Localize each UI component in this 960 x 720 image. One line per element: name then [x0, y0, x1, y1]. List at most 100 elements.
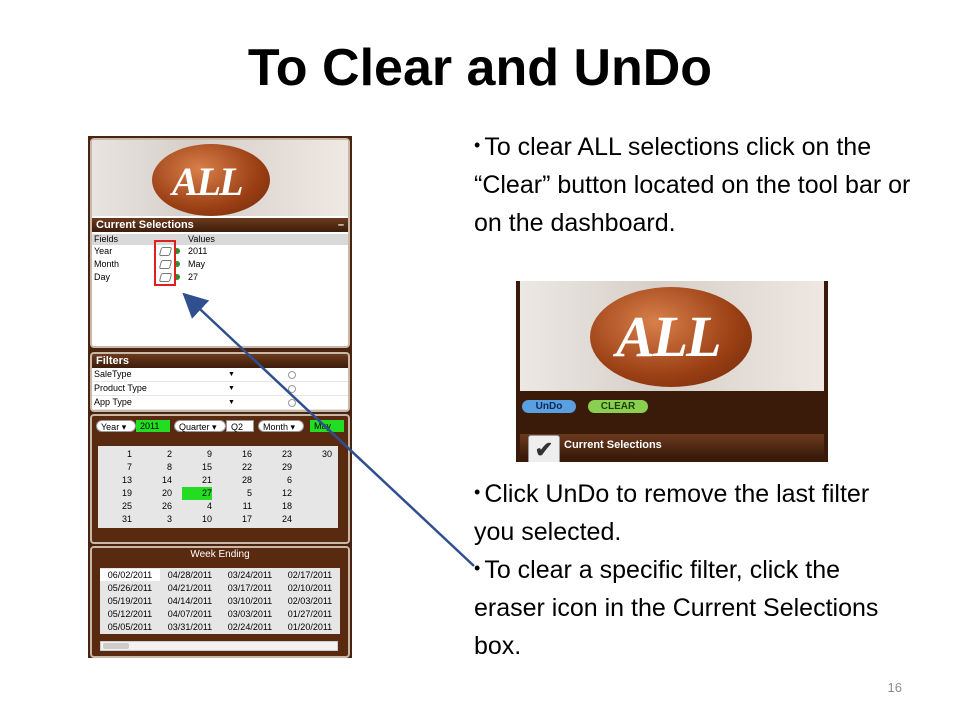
day-cell[interactable]: 24 — [281, 514, 292, 524]
radio-icon[interactable] — [288, 385, 296, 393]
day-cell[interactable]: 30 — [321, 449, 332, 459]
day-cell[interactable]: 6 — [286, 475, 292, 485]
clear-button[interactable]: CLEAR — [588, 400, 648, 413]
day-cell[interactable]: 8 — [166, 462, 172, 472]
week-ending-cell[interactable]: 06/02/2011 — [100, 569, 160, 581]
day-cell[interactable]: 13 — [121, 475, 132, 485]
selection-value: 2011 — [188, 246, 208, 256]
week-ending-cell[interactable]: 03/31/2011 — [167, 622, 213, 632]
week-ending-header: Week Ending — [92, 548, 348, 562]
selection-value: May — [188, 259, 206, 269]
year-value[interactable]: 2011 — [136, 420, 170, 432]
day-cell[interactable]: 3 — [166, 514, 172, 524]
week-ending-box: Week Ending 06/02/2011 04/28/2011 03/24/20… — [90, 546, 350, 658]
day-cell[interactable]: 27 — [182, 487, 212, 500]
week-ending-cell[interactable]: 03/17/2011 — [227, 583, 273, 593]
minimize-button[interactable]: – — [337, 219, 344, 231]
date-selection-bar: Year ▾ 2011 Quarter ▾ Q2 Month ▾ May — [96, 420, 344, 434]
day-cell[interactable]: 11 — [242, 501, 252, 511]
quarter-listbox[interactable]: Quarter ▾ — [174, 420, 226, 432]
day-cell[interactable]: 19 — [121, 488, 132, 498]
quarter-label: Quarter — [179, 422, 210, 432]
undo-button[interactable]: UnDo — [522, 400, 576, 413]
day-cell[interactable]: 22 — [241, 462, 252, 472]
dropdown-arrow-icon[interactable]: ▼ — [228, 399, 235, 406]
values-column-header: Values — [188, 234, 215, 244]
selection-status-icon — [174, 274, 180, 280]
radio-icon[interactable] — [288, 371, 296, 379]
week-ending-cell[interactable]: 04/21/2011 — [167, 583, 213, 593]
all-logo: ALL — [590, 287, 752, 387]
week-ending-cell[interactable]: 02/17/2011 — [287, 570, 333, 580]
week-ending-cell[interactable]: 05/26/2011 — [107, 583, 153, 593]
selection-row-month: Month May — [92, 258, 348, 271]
radio-icon[interactable] — [288, 399, 296, 407]
day-cell[interactable]: 12 — [281, 488, 292, 498]
day-cell[interactable]: 5 — [246, 488, 252, 498]
day-cell[interactable]: 7 — [126, 462, 132, 472]
day-cell[interactable]: 15 — [201, 462, 212, 472]
bullet-icon: • — [474, 558, 481, 578]
current-selections-table-header: Fields Values — [92, 234, 348, 245]
bullet-undo: •Click UnDo to remove the last filter yo… — [474, 473, 904, 551]
selection-row-day: Day 27 — [92, 271, 348, 284]
dropdown-arrow-icon[interactable]: ▼ — [228, 371, 235, 378]
checkmark-icon: ✔ — [528, 435, 560, 462]
week-ending-cell[interactable]: 02/03/2011 — [287, 596, 333, 606]
logo-text: ALL — [172, 159, 244, 204]
day-cell[interactable]: 28 — [241, 475, 252, 485]
day-cell[interactable]: 23 — [281, 449, 292, 459]
selection-field: Year — [94, 246, 113, 256]
filter-app-type[interactable]: App Type ▼ — [92, 396, 348, 410]
day-cell[interactable]: 17 — [241, 514, 252, 524]
horizontal-scrollbar[interactable] — [100, 641, 338, 651]
month-label: Month — [263, 422, 289, 432]
toolbar-screenshot: ALL UnDo CLEAR ✔ Current Selections — [516, 281, 828, 462]
year-listbox[interactable]: Year ▾ — [96, 420, 136, 432]
week-ending-cell[interactable]: 05/19/2011 — [107, 596, 153, 606]
day-cell[interactable]: 1 — [126, 449, 132, 459]
filter-saletype[interactable]: SaleType ▼ — [92, 368, 348, 382]
day-cell[interactable]: 10 — [201, 514, 212, 524]
day-cell[interactable]: 14 — [161, 475, 172, 485]
week-ending-cell[interactable]: 04/07/2011 — [167, 609, 213, 619]
week-ending-cell[interactable]: 02/10/2011 — [287, 583, 333, 593]
current-selections-header: Current Selections – — [92, 218, 348, 232]
week-ending-cell[interactable]: 04/28/2011 — [167, 570, 213, 580]
month-listbox[interactable]: Month ▾ — [258, 420, 304, 432]
bullet-icon: • — [474, 482, 481, 502]
day-cell[interactable]: 16 — [241, 449, 252, 459]
inset-logo-banner: ALL — [520, 281, 824, 391]
slide-title: To Clear and UnDo — [247, 39, 713, 97]
day-cell[interactable]: 25 — [121, 501, 132, 511]
week-ending-cell[interactable]: 01/20/2011 — [287, 622, 333, 632]
month-value[interactable]: May — [310, 420, 344, 432]
day-cell[interactable]: 18 — [281, 501, 292, 511]
year-label: Year — [101, 422, 120, 432]
week-ending-cell[interactable]: 01/27/2011 — [287, 609, 333, 619]
selection-value: 27 — [188, 272, 199, 282]
day-cell[interactable]: 2 — [166, 449, 172, 459]
week-ending-cell[interactable]: 05/05/2011 — [107, 622, 153, 632]
page-number: 16 — [887, 680, 902, 695]
week-ending-cell[interactable]: 03/10/2011 — [227, 596, 273, 606]
filter-product-type[interactable]: Product Type ▼ — [92, 382, 348, 396]
dropdown-arrow-icon[interactable]: ▼ — [228, 385, 235, 392]
day-cell[interactable]: 31 — [121, 514, 132, 524]
week-ending-cell[interactable]: 05/12/2011 — [107, 609, 153, 619]
quarter-value[interactable]: Q2 — [226, 420, 254, 432]
current-selections-label: Current Selections — [564, 439, 662, 451]
day-cell[interactable]: 21 — [201, 475, 212, 485]
week-ending-cell[interactable]: 04/14/2011 — [167, 596, 213, 606]
week-ending-cell[interactable]: 03/03/2011 — [227, 609, 273, 619]
week-ending-cell[interactable]: 03/24/2011 — [227, 570, 273, 580]
scrollbar-thumb[interactable] — [103, 643, 129, 649]
current-selections-box: ALL Current Selections – Fields Values Y… — [90, 138, 350, 348]
day-cell[interactable]: 26 — [161, 501, 172, 511]
week-ending-cell[interactable]: 02/24/2011 — [227, 622, 273, 632]
day-cell[interactable]: 29 — [281, 462, 292, 472]
day-cell[interactable]: 20 — [161, 488, 172, 498]
day-cell[interactable]: 9 — [206, 449, 212, 459]
day-cell[interactable]: 4 — [206, 501, 212, 511]
